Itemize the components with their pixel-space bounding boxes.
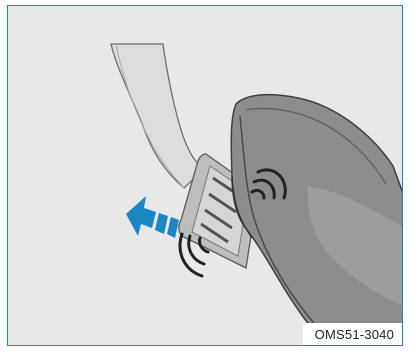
shoe-icon <box>231 95 403 346</box>
pedal-illustration <box>8 6 403 346</box>
pedal-arm-icon <box>111 44 205 188</box>
figure-frame: OMS51-3040 <box>7 5 403 346</box>
push-arrow-icon <box>126 196 179 238</box>
figure-code: OMS51-3040 <box>315 327 394 342</box>
figure-code-box: OMS51-3040 <box>303 323 402 345</box>
